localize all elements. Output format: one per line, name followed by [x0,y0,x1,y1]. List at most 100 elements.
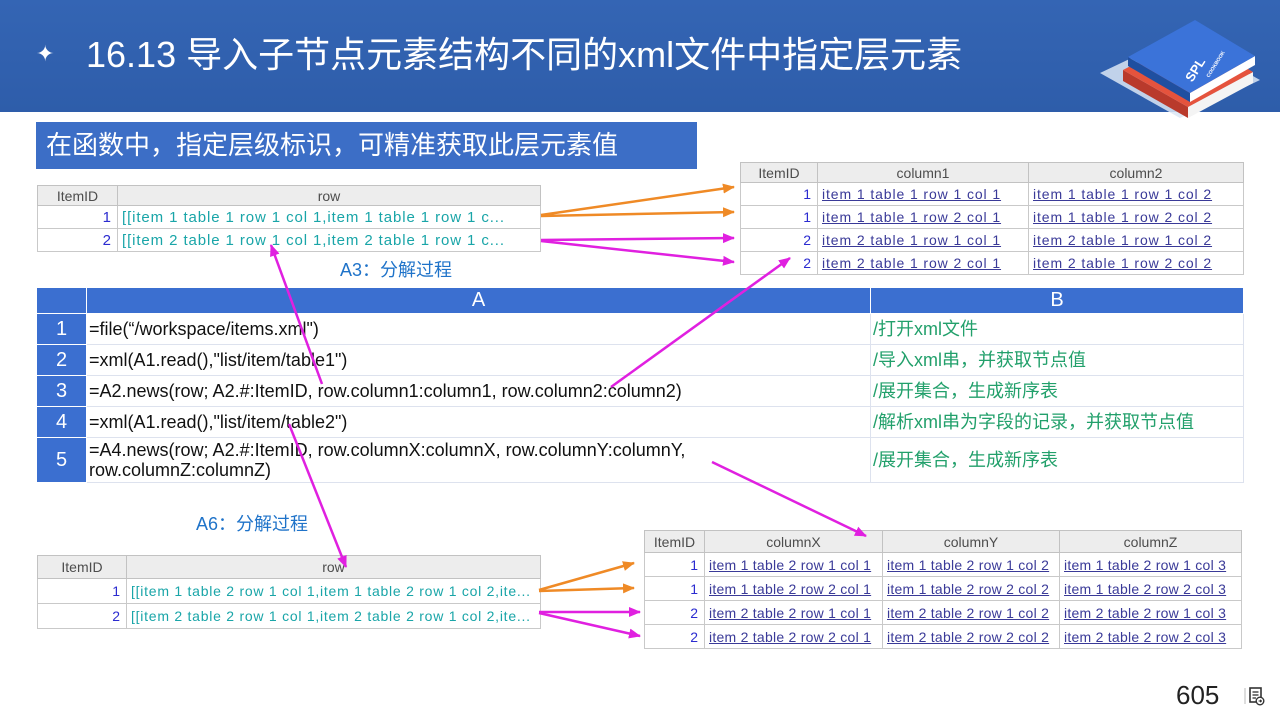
comment-cell: /展开集合，生成新序表 [870,437,1244,483]
cell-column1: item 2 table 1 row 2 col 1 [817,251,1029,275]
table4-result-grid: ItemID columnX columnY columnZ 1 item 1 … [644,530,1242,649]
subtitle-banner: 在函数中，指定层级标识，可精准获取此层元素值 [36,122,697,169]
column-header-itemid: ItemID [37,185,118,206]
cell-column1: item 1 table 1 row 2 col 1 [817,205,1029,229]
table-row: 1 item 1 table 1 row 2 col 1 item 1 tabl… [740,205,1244,229]
row-index: 1 [740,182,818,206]
table1-raw-grid: ItemID row 1 [[item 1 table 1 row 1 col … [37,185,541,252]
row-index: 1 [644,576,705,601]
grid-row: 3 =A2.news(row; A2.#:ItemID, row.column1… [36,375,1244,407]
header-row: ItemID row [37,185,541,206]
cell-columny: item 1 table 2 row 1 col 2 [882,552,1060,577]
page-number: 605 [1176,680,1220,710]
column-header-row: row [117,185,541,206]
row-number: 3 [36,375,87,407]
a6-step-label: A6：分解过程 [196,514,309,534]
comment-cell: /展开集合，生成新序表 [870,375,1244,407]
arrow-magenta [538,611,641,639]
row-value: [[item 2 table 2 row 1 col 1,item 2 tabl… [126,603,541,629]
table-row: 1 [[item 1 table 1 row 1 col 1,item 1 ta… [37,205,541,229]
column-header-itemid: ItemID [740,162,818,183]
row-index: 2 [740,228,818,252]
grid-row: 1 =file(“/workspace/items.xml") /打开xml文件 [36,313,1244,345]
column-header-itemid: ItemID [644,530,705,553]
grid-row: 5 =A4.news(row; A2.#:ItemID, row.columnX… [36,437,1244,483]
table-row: 1 [[item 1 table 2 row 1 col 1,item 1 ta… [37,578,541,604]
row-value: [[item 1 table 1 row 1 col 1,item 1 tabl… [117,205,541,229]
grid-header-row: A B [36,287,1244,314]
column-header-columnx: columnX [704,530,883,553]
column-header-column2: column2 [1028,162,1244,183]
cell-column1: item 1 table 1 row 1 col 1 [817,182,1029,206]
bullet-star-icon: ✦ [36,42,55,67]
cell-column2: item 2 table 1 row 1 col 2 [1028,228,1244,252]
cell-columnz: item 1 table 2 row 1 col 3 [1059,552,1242,577]
cell-columny: item 2 table 2 row 1 col 2 [882,600,1060,625]
header-row: ItemID columnX columnY columnZ [644,530,1242,553]
column-header-a: A [86,287,871,314]
cell-columny: item 1 table 2 row 2 col 2 [882,576,1060,601]
header-row: ItemID column1 column2 [740,162,1244,183]
table-row: 2 [[item 2 table 1 row 1 col 1,item 2 ta… [37,228,541,252]
cell-column2: item 2 table 1 row 2 col 2 [1028,251,1244,275]
row-number: 1 [36,313,87,345]
column-header-columny: columnY [882,530,1060,553]
slide-title: 16.13 导入子节点元素结构不同的xml文件中指定层元素 [86,34,963,75]
arrow-orange [538,583,635,594]
spl-cookbook-logo-icon: SPL COOKBOOK [1100,20,1260,118]
row-number: 5 [36,437,87,483]
arrow-magenta [540,239,735,266]
column-header-b: B [870,287,1244,314]
table-row: 1 item 1 table 1 row 1 col 1 item 1 tabl… [740,182,1244,206]
row-value: [[item 1 table 2 row 1 col 1,item 1 tabl… [126,578,541,604]
table-row: 2 [[item 2 table 2 row 1 col 1,item 2 ta… [37,603,541,629]
comment-cell: /解析xml串为字段的记录，并获取节点值 [870,406,1244,438]
table3-raw-grid: ItemID row 1 [[item 1 table 2 row 1 col … [37,555,541,629]
table-row: 2 item 2 table 2 row 1 col 1 item 2 tabl… [644,600,1242,625]
arrow-magenta [540,233,735,244]
cell-columnz: item 2 table 2 row 1 col 3 [1059,600,1242,625]
cell-columnx: item 1 table 2 row 2 col 1 [704,576,883,601]
cell-column2: item 1 table 1 row 1 col 2 [1028,182,1244,206]
row-index: 1 [37,578,127,604]
row-index: 2 [740,251,818,275]
row-index: 2 [37,603,127,629]
grid-corner-cell [36,287,87,314]
row-index: 1 [37,205,118,229]
row-index: 1 [740,205,818,229]
row-number: 4 [36,406,87,438]
cell-columny: item 2 table 2 row 2 col 2 [882,624,1060,649]
table2-result-grid: ItemID column1 column2 1 item 1 table 1 … [740,162,1244,275]
row-number: 2 [36,344,87,376]
formula-cell: =A2.news(row; A2.#:ItemID, row.column1:c… [86,375,871,407]
row-index: 2 [644,600,705,625]
row-index: 2 [37,228,118,252]
row-value: [[item 2 table 1 row 1 col 1,item 2 tabl… [117,228,541,252]
column-header-column1: column1 [817,162,1029,183]
row-index: 1 [644,552,705,577]
column-header-itemid: ItemID [37,555,127,579]
formula-cell: =file(“/workspace/items.xml") [86,313,871,345]
slide-document-icon[interactable] [1244,685,1266,707]
comment-cell: /打开xml文件 [870,313,1244,345]
arrow-orange [538,561,635,592]
table-row: 1 item 1 table 2 row 1 col 1 item 1 tabl… [644,552,1242,577]
cell-column1: item 2 table 1 row 1 col 1 [817,228,1029,252]
cell-columnx: item 1 table 2 row 1 col 1 [704,552,883,577]
column-header-columnz: columnZ [1059,530,1242,553]
cell-column2: item 1 table 1 row 2 col 2 [1028,205,1244,229]
formula-cell: =A4.news(row; A2.#:ItemID, row.columnX:c… [86,437,871,483]
row-index: 2 [644,624,705,649]
comment-cell: /导入xml串，并获取节点值 [870,344,1244,376]
column-header-row: row [126,555,541,579]
cell-columnz: item 1 table 2 row 2 col 3 [1059,576,1242,601]
formula-cell: =xml(A1.read(),"list/item/table2") [86,406,871,438]
a3-step-label: A3：分解过程 [340,260,453,280]
arrow-orange [540,207,735,218]
formula-cell: =xml(A1.read(),"list/item/table1") [86,344,871,376]
arrow-orange [540,183,735,217]
grid-row: 2 =xml(A1.read(),"list/item/table1") /导入… [36,344,1244,376]
table-row: 1 item 1 table 2 row 2 col 1 item 1 tabl… [644,576,1242,601]
slide-header: ✦ 16.13 导入子节点元素结构不同的xml文件中指定层元素 [0,0,1280,112]
grid-row: 4 =xml(A1.read(),"list/item/table2") /解析… [36,406,1244,438]
